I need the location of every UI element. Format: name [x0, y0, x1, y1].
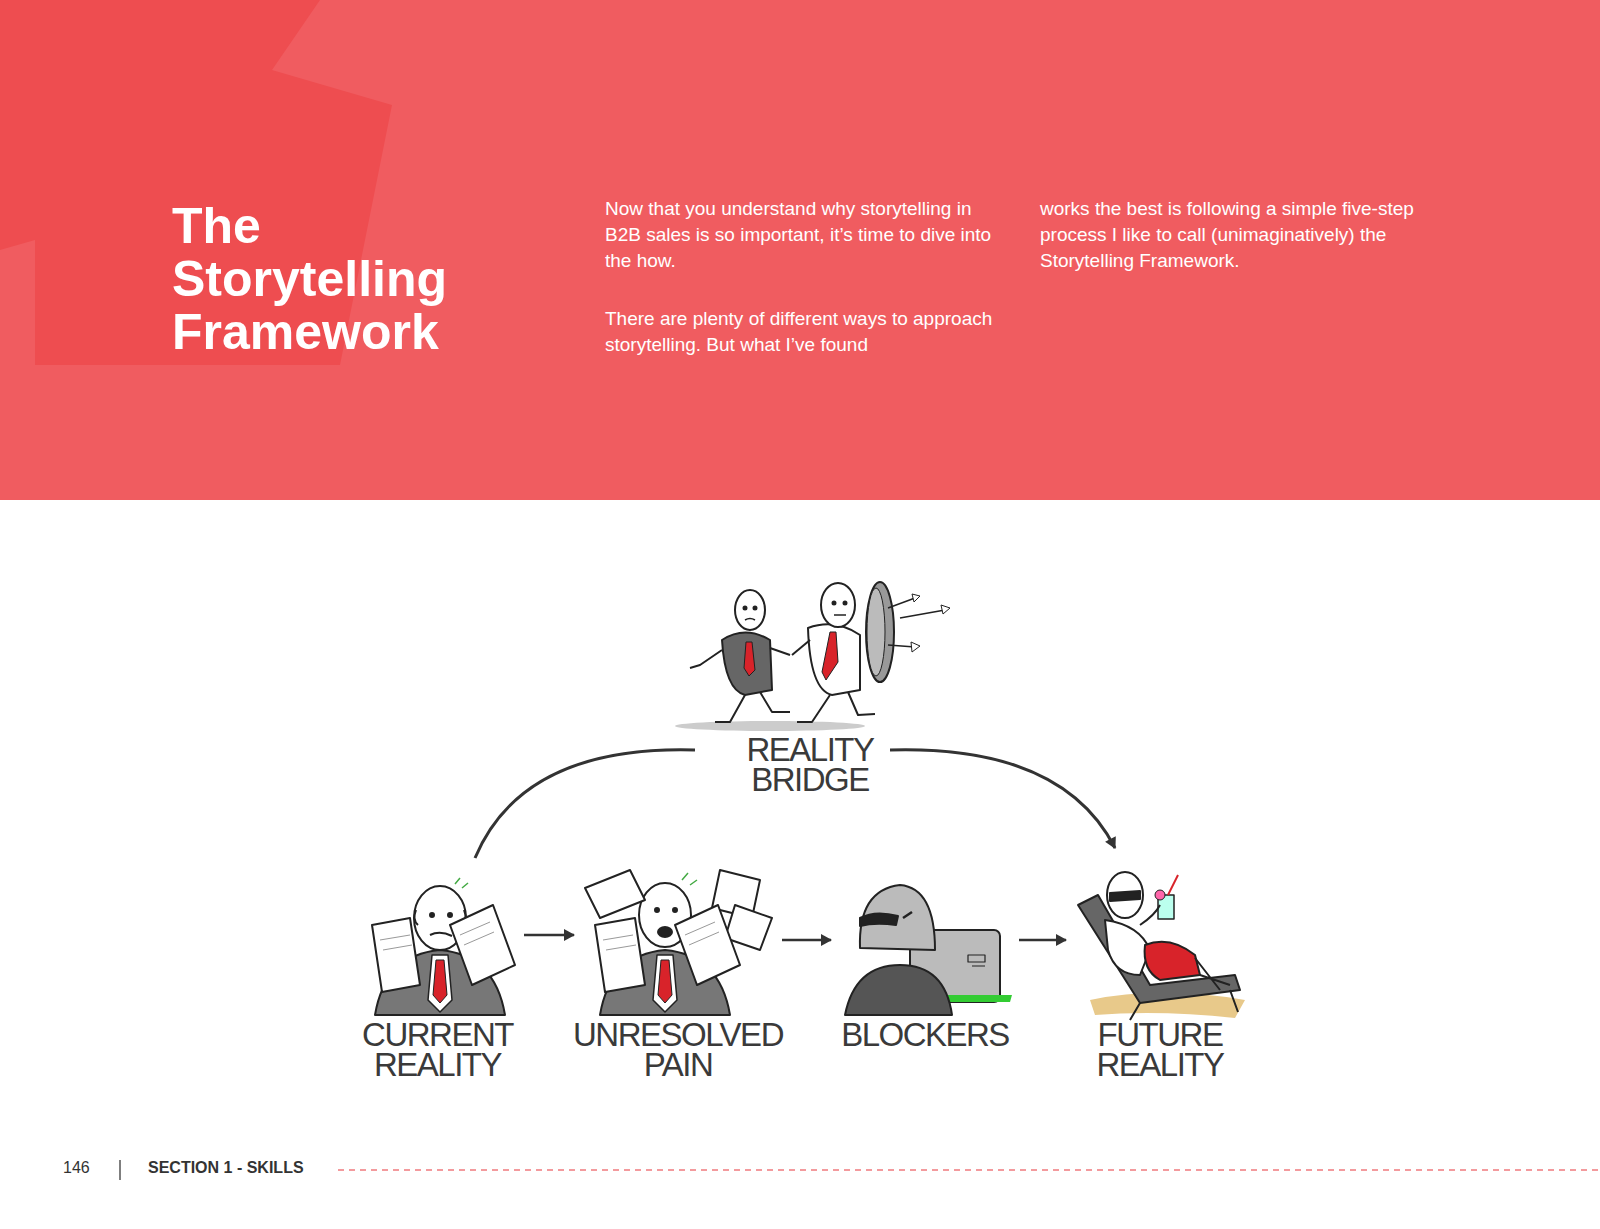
figure-node: UNRESOLVED PAIN [578, 860, 778, 1090]
figure-label: FUTURE REALITY [1095, 1020, 1225, 1080]
bridge-figures [675, 582, 950, 731]
footer-separator [119, 1160, 121, 1180]
future-reality-figure [1078, 872, 1245, 1020]
connector-arrow [475, 750, 695, 858]
figure-label: REALITY BRIDGE [747, 735, 874, 795]
blockers-figure [845, 885, 1012, 1015]
connector-arrow [782, 939, 831, 942]
body-paragraph: Now that you understand why storytelling… [605, 196, 1005, 274]
section-name: SECTION 1 - SKILLS [148, 1158, 304, 1178]
body-paragraph: works the best is following a simple fiv… [1040, 196, 1440, 274]
connector-arrow [524, 934, 574, 937]
connector-arrow [1019, 939, 1066, 942]
header-band [0, 0, 1600, 500]
figure-node: REALITY BRIDGE [660, 575, 960, 805]
body-paragraph: There are plenty of different ways to ap… [605, 306, 1005, 358]
footer-rule [338, 1169, 1600, 1171]
figure-node: BLOCKERS [835, 875, 1015, 1060]
connector-arrow [890, 750, 1115, 848]
figure-label: CURRENT REALITY [362, 1020, 513, 1080]
page-number: 146 [63, 1158, 90, 1178]
page-title: The Storytelling Framework [172, 200, 502, 359]
figure-label: UNRESOLVED PAIN [573, 1020, 783, 1080]
figure-node: FUTURE REALITY [1070, 860, 1250, 1090]
unresolved-pain-figure [585, 870, 772, 1015]
figure-label: BLOCKERS [835, 1020, 1015, 1050]
current-reality-figure [372, 878, 515, 1015]
figure-node: CURRENT REALITY [355, 870, 520, 1090]
